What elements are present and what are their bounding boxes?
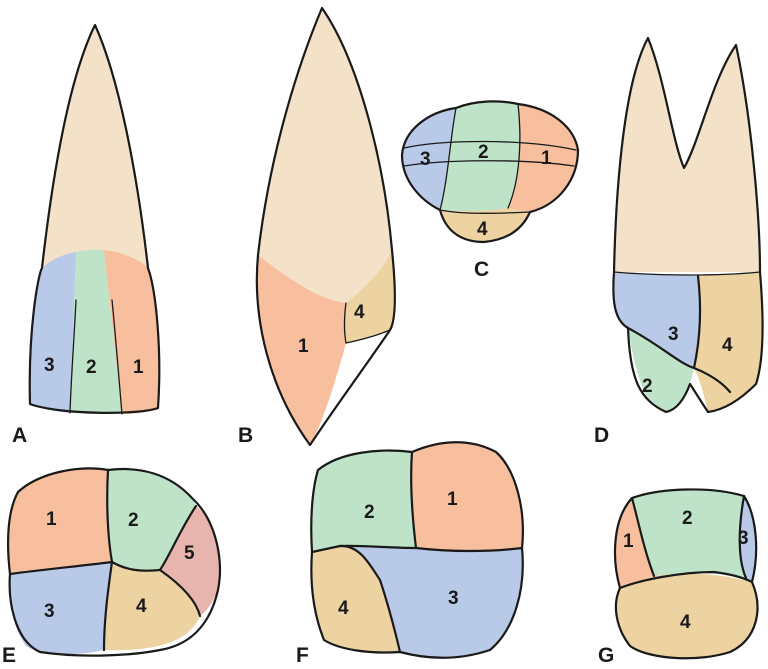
panel-e-groove-1 bbox=[106, 468, 114, 564]
panel-a-groove-2 bbox=[111, 299, 123, 415]
panel-e-letter: E bbox=[2, 644, 16, 667]
panel-d: 3 4 2 D bbox=[594, 36, 764, 447]
panel-f-groove-1 bbox=[410, 450, 418, 550]
panel-b: 4 1 B bbox=[238, 6, 396, 447]
panel-a-lobe-3 bbox=[29, 252, 76, 413]
panel-g-lobe-2-label: 2 bbox=[682, 508, 693, 529]
panel-b-lobe-line-1 bbox=[343, 302, 347, 344]
panel-b-letter: B bbox=[238, 424, 253, 447]
panel-g: 1 2 3 4 G bbox=[598, 488, 759, 667]
panel-d-cej bbox=[613, 271, 761, 276]
panel-a-lobe-2 bbox=[70, 249, 122, 414]
panel-d-lobe-4-label: 4 bbox=[722, 335, 733, 356]
panel-a-lobe-1-label: 1 bbox=[133, 357, 144, 378]
panel-f-lobe-4 bbox=[311, 545, 400, 653]
panel-a-lobe-1 bbox=[104, 250, 160, 414]
panel-d-lobe-2 bbox=[628, 328, 694, 412]
panel-c-lobe-2-label: 2 bbox=[478, 142, 489, 163]
panel-c-lobe-4-label: 4 bbox=[477, 219, 488, 240]
panel-e-lobe-2 bbox=[107, 469, 196, 571]
panel-e-groove-2 bbox=[8, 560, 162, 576]
panel-d-groove-2 bbox=[626, 326, 732, 394]
panel-e-lobe-5 bbox=[160, 506, 220, 616]
panel-c-groove-2 bbox=[507, 103, 521, 209]
panel-f-letter: F bbox=[296, 644, 309, 667]
panel-a-groove-1 bbox=[69, 299, 77, 414]
panel-f-lobe-2 bbox=[311, 450, 416, 552]
panel-e-groove-3 bbox=[158, 504, 202, 618]
panel-f-groove-2 bbox=[310, 544, 524, 554]
panel-b-lobe-line-2 bbox=[345, 329, 391, 344]
panel-g-lobe-1 bbox=[615, 498, 654, 588]
panel-a: 3 2 1 A bbox=[12, 23, 161, 447]
panel-c-lobe-1 bbox=[508, 104, 578, 212]
panel-f-groove-3 bbox=[338, 544, 402, 654]
panel-c-ridge-1 bbox=[403, 140, 577, 151]
panel-f-lobe-2-label: 2 bbox=[364, 502, 375, 523]
panel-c: 3 2 1 4 C bbox=[400, 100, 580, 281]
panel-e-lobe-4 bbox=[104, 562, 200, 651]
panel-c-ridge-2 bbox=[403, 160, 575, 167]
panel-g-lobe-4 bbox=[615, 573, 758, 659]
panel-g-lobe-4-label: 4 bbox=[680, 612, 691, 633]
panel-b-root bbox=[258, 8, 392, 303]
panel-g-lobe-1-label: 1 bbox=[623, 531, 634, 552]
panel-c-letter: C bbox=[474, 258, 489, 281]
panel-c-lobe-4 bbox=[440, 208, 530, 242]
panel-g-letter: G bbox=[598, 644, 614, 667]
panel-c-lobe-3-label: 3 bbox=[420, 149, 431, 170]
panel-f-lobe-1-label: 1 bbox=[447, 489, 458, 510]
panel-f-lobe-1 bbox=[411, 442, 523, 551]
panel-a-letter: A bbox=[12, 424, 27, 447]
panel-a-lobe-3-label: 3 bbox=[44, 355, 55, 376]
panel-d-lobe-2-label: 2 bbox=[642, 376, 653, 397]
panel-d-root bbox=[614, 38, 760, 272]
panel-c-outline bbox=[400, 100, 580, 244]
panel-e-lobe-3-label: 3 bbox=[44, 601, 55, 622]
panel-g-lobe-2 bbox=[632, 489, 746, 578]
panel-e: 1 2 5 3 4 E bbox=[2, 467, 221, 667]
panel-g-groove-2 bbox=[738, 494, 748, 580]
panel-d-letter: D bbox=[594, 424, 609, 447]
panel-a-outline bbox=[28, 23, 161, 414]
panel-c-groove-1 bbox=[439, 107, 457, 211]
panel-g-lobe-3-label: 3 bbox=[738, 528, 749, 549]
panel-b-lobe-4-label: 4 bbox=[354, 302, 365, 323]
panel-a-root bbox=[42, 25, 148, 268]
panel-d-lobe-3-label: 3 bbox=[668, 324, 679, 345]
panel-e-lobe-3 bbox=[9, 562, 112, 655]
panel-b-outline bbox=[255, 6, 396, 447]
panel-d-groove-1 bbox=[692, 274, 702, 370]
panel-c-groove-3 bbox=[439, 209, 531, 214]
panel-f: 2 1 4 3 F bbox=[296, 441, 524, 667]
panel-b-lobe-4 bbox=[346, 250, 395, 343]
panel-e-lobe-4-label: 4 bbox=[136, 596, 147, 617]
panel-e-lobe-1-label: 1 bbox=[46, 509, 57, 530]
panel-g-groove-3 bbox=[618, 570, 754, 590]
panel-f-lobe-3-label: 3 bbox=[448, 588, 459, 609]
panel-f-outline bbox=[310, 441, 524, 659]
panel-e-groove-4 bbox=[102, 560, 114, 652]
panel-b-lobe-1 bbox=[256, 255, 346, 445]
panel-d-lobe-3 bbox=[613, 272, 700, 368]
panel-f-lobe-4-label: 4 bbox=[338, 598, 349, 619]
panel-c-lobe-1-label: 1 bbox=[541, 148, 552, 169]
panel-f-lobe-3 bbox=[340, 545, 523, 658]
panel-e-lobe-1 bbox=[8, 468, 112, 574]
panel-a-lobe-2-label: 2 bbox=[86, 357, 97, 378]
panel-g-groove-1 bbox=[630, 496, 656, 578]
panel-b-lobe-1-label: 1 bbox=[298, 336, 309, 357]
panel-d-outline bbox=[612, 36, 764, 414]
panel-c-lobe-2 bbox=[440, 101, 520, 212]
panel-c-lobe-3 bbox=[402, 108, 456, 210]
panel-e-outline bbox=[6, 467, 221, 657]
panel-e-lobe-2-label: 2 bbox=[128, 510, 139, 531]
panel-e-lobe-5-label: 5 bbox=[184, 543, 195, 564]
